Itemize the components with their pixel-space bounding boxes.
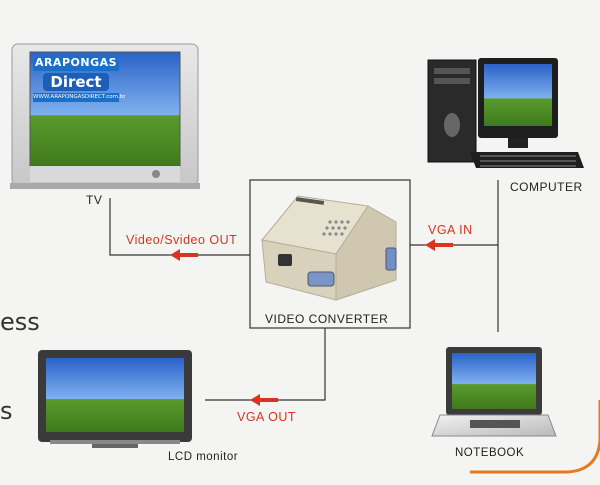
brand-logo-url: WWW.ARAPONGASDIRECT.com.br	[33, 93, 126, 102]
vga-out-label: VGA OUT	[237, 410, 297, 424]
lcd-monitor-icon	[38, 350, 192, 448]
video-out-label: Video/Svideo OUT	[126, 233, 238, 247]
vga-in-label: VGA IN	[428, 223, 473, 237]
video-converter-icon	[261, 195, 397, 301]
brand-logo-top: ARAPONGAS	[33, 55, 119, 71]
brand-logo-main: Direct	[43, 73, 109, 91]
lcd-monitor-label: LCD monitor	[168, 451, 239, 463]
text-fragment-2: s	[0, 397, 13, 425]
tv-label: TV	[86, 193, 103, 207]
text-fragment-1: ess	[0, 308, 40, 336]
notebook-label: NOTEBOOK	[455, 447, 525, 459]
computer-label: COMPUTER	[510, 180, 583, 194]
notebook-icon	[431, 347, 557, 437]
brand-logo: ARAPONGAS Direct WWW.ARAPONGASDIRECT.com…	[33, 55, 126, 105]
arrow-left-icon	[170, 239, 453, 406]
video-converter-label: VIDEO CONVERTER	[265, 312, 389, 326]
computer-icon	[427, 58, 584, 168]
connection-lines	[109, 179, 499, 401]
